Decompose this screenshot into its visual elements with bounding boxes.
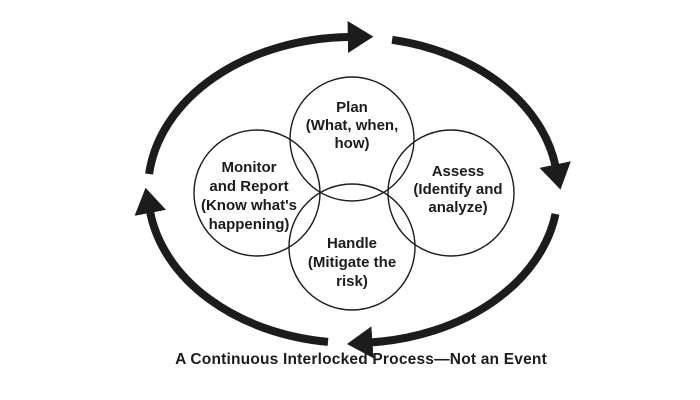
assess-subtitle-line2: analyze) (428, 199, 488, 216)
assess-label: Assess (Identify and analyze) (373, 163, 543, 217)
plan-title: Plan (336, 99, 368, 116)
handle-label: Handle (Mitigate the risk) (267, 234, 437, 291)
process-circles (193, 76, 515, 311)
handle-subtitle-line2: risk) (336, 273, 368, 290)
monitor-subtitle-line2: happening) (208, 216, 290, 233)
cycle-arrow-top-icon (145, 21, 374, 175)
monitor-subtitle-line1: (Know what's (200, 197, 298, 214)
plan-subtitle-line1: (What, when, (305, 117, 399, 134)
cycle-arrows (134, 21, 571, 359)
plan-label: Plan (What, when, how) (267, 99, 437, 153)
monitor-label: Monitor and Report (Know what's happenin… (164, 158, 334, 234)
handle-subtitle-line1: (Mitigate the (307, 254, 397, 271)
assess-subtitle-line1: (Identify and (413, 181, 503, 198)
handle-circle (288, 183, 416, 311)
assess-circle (387, 129, 515, 257)
cycle-arrow-right-icon (391, 35, 571, 190)
plan-subtitle-line2: how) (334, 135, 370, 152)
monitor-title-line2: and Report (209, 178, 289, 195)
handle-title: Handle (326, 235, 377, 252)
cycle-arrow-bottom-icon (346, 213, 560, 359)
monitor-title-line1: Monitor (221, 159, 277, 176)
assess-title: Assess (431, 163, 485, 180)
diagram-caption: A Continuous Interlocked Process—Not an … (175, 351, 547, 368)
cycle-arrow-left-icon (134, 187, 329, 346)
